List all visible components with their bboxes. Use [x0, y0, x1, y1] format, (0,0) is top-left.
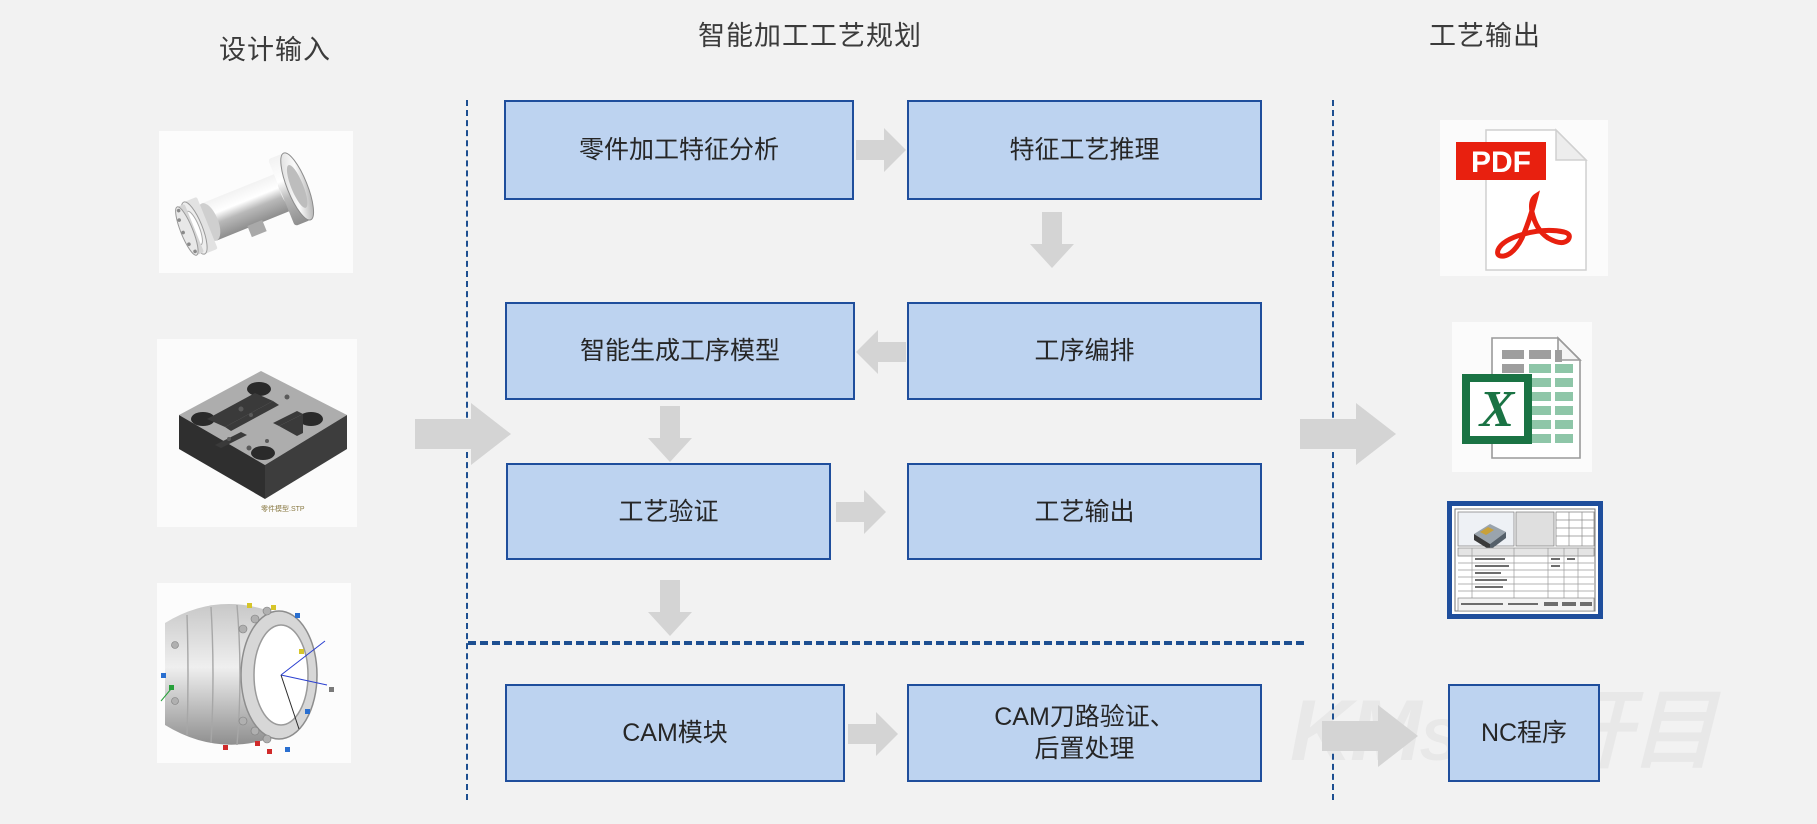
- column-title-design-input: 设计输入: [219, 35, 331, 65]
- excel-file-icon: X: [1452, 322, 1592, 472]
- process-box-nc-program[interactable]: NC程序: [1448, 684, 1600, 782]
- process-box-label: 智能生成工序模型: [579, 337, 780, 365]
- design-input-caption-mold: 3D零件模型 - 模具板: [0, 0, 1, 1]
- process-box-process-output[interactable]: 工艺输出: [907, 463, 1262, 560]
- arrow-right-verify-to-output: [836, 490, 886, 534]
- process-box-cam-toolpath-verification[interactable]: CAM刀路验证、 后置处理: [907, 684, 1262, 782]
- svg-text:零件模型.STP: 零件模型.STP: [261, 504, 305, 513]
- column-title-process-planning: 智能加工工艺规划: [698, 21, 922, 51]
- process-box-label: CAM模块: [622, 719, 728, 747]
- process-box-generate-operation-model[interactable]: 智能生成工序模型: [505, 302, 855, 400]
- arrow-input-to-planning: [415, 403, 511, 465]
- design-input-caption-shaft: 3D零件模型 - 轴套壳体: [0, 0, 1, 1]
- design-input-thumbnail-engine-casing: [157, 583, 351, 763]
- divider-cam-section-dashed: [468, 641, 1304, 645]
- process-box-cam-module[interactable]: CAM模块: [505, 684, 845, 782]
- process-sheet-icon: [1447, 501, 1603, 619]
- excel-badge-text: X: [1478, 381, 1516, 438]
- divider-right-dashed: [1332, 100, 1334, 800]
- arrow-right-cam-to-cam-verify: [848, 712, 898, 756]
- arrow-left-sequence-to-model: [856, 330, 906, 374]
- column-title-process-output: 工艺输出: [1429, 21, 1541, 51]
- design-input-caption-casing: 3D零件模型 - 机匣带标注: [0, 0, 1, 1]
- arrow-down-model-to-verify: [648, 406, 692, 462]
- process-box-label-line2: 后置处理: [1034, 735, 1135, 763]
- process-box-label: 工艺输出: [1034, 497, 1135, 526]
- process-box-operation-sequencing[interactable]: 工序编排: [907, 302, 1262, 400]
- process-box-label: 零件加工特征分析: [578, 136, 779, 164]
- arrow-down-verify-to-cam: [648, 580, 692, 636]
- process-box-label-line1: CAM刀路验证、: [994, 703, 1175, 731]
- process-box-label: 工序编排: [1034, 337, 1135, 365]
- arrow-right-feature-analysis-to-reason: [856, 128, 906, 172]
- pdf-badge-text: PDF: [1471, 146, 1531, 179]
- process-box-feature-process-reasoning[interactable]: 特征工艺推理: [907, 100, 1262, 200]
- arrow-planning-to-output: [1300, 403, 1396, 465]
- process-box-label: NC程序: [1480, 719, 1568, 747]
- arrow-cam-to-nc-program: [1322, 705, 1418, 767]
- pdf-file-icon: PDF: [1440, 120, 1608, 276]
- process-box-process-verification[interactable]: 工艺验证: [506, 463, 831, 560]
- process-box-label: 特征工艺推理: [1009, 136, 1160, 164]
- arrow-down-reason-to-sequence: [1030, 212, 1074, 268]
- process-box-label: 工艺验证: [618, 497, 719, 526]
- design-input-thumbnail-shaft: [159, 131, 353, 273]
- design-input-thumbnail-mold-plate: 零件模型.STP: [157, 339, 357, 527]
- process-box-feature-analysis[interactable]: 零件加工特征分析: [504, 100, 854, 200]
- divider-left-dashed: [466, 100, 468, 800]
